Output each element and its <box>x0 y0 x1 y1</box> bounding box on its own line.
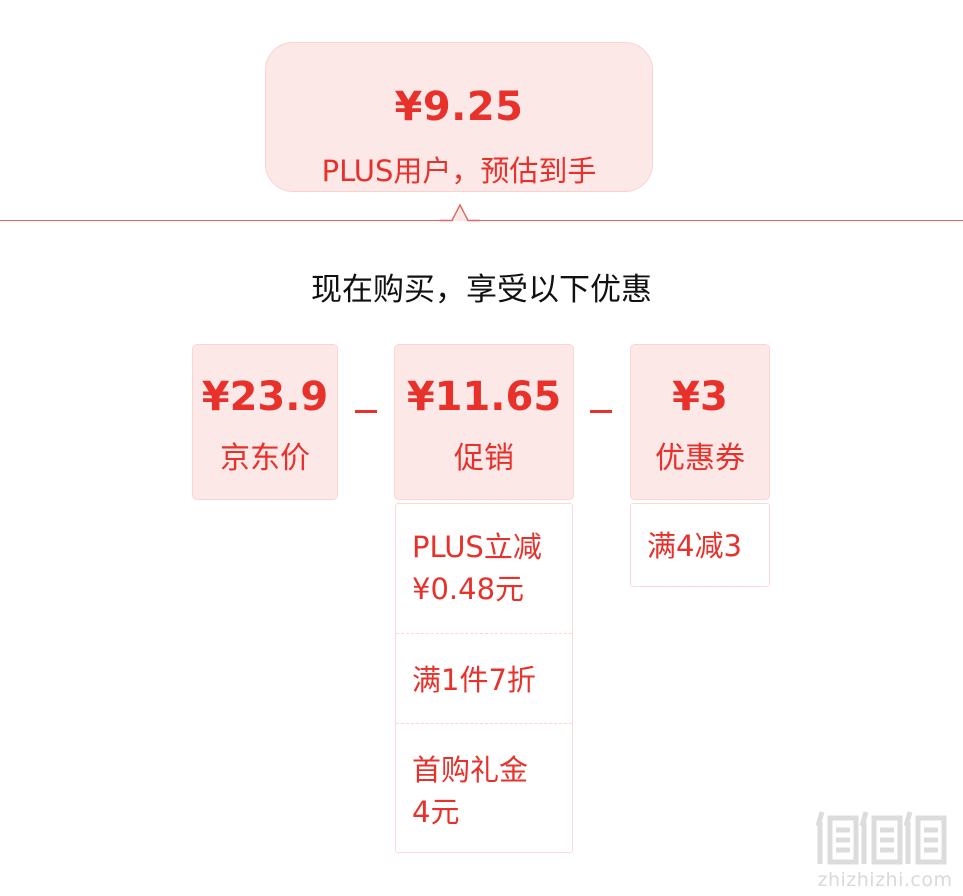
promotion-detail-line: 4元 <box>412 795 460 829</box>
promotion-amount: ¥11.65 <box>406 374 562 420</box>
dashed-separator <box>396 723 572 724</box>
promotion-detail-item: 满1件7折 <box>412 659 564 701</box>
promotion-detail-item: 首购礼金 4元 <box>412 749 564 833</box>
dashed-separator <box>396 633 572 634</box>
coupon-details-panel: 满4减3 <box>630 503 770 587</box>
final-price-bubble: ¥9.25 PLUS用户，预估到手 <box>265 42 653 192</box>
minus-icon <box>590 410 612 413</box>
coupon-amount: ¥3 <box>672 374 728 420</box>
promotion-detail-line: PLUS立减 <box>412 530 542 564</box>
offer-title: 现在购买，享受以下优惠 <box>311 272 652 308</box>
promotion-detail-line: 满1件7折 <box>412 663 536 697</box>
promotion-box: ¥11.65 促销 <box>394 344 574 500</box>
promotion-label: 促销 <box>454 441 514 476</box>
divider-line <box>0 220 963 221</box>
promotion-details-panel: PLUS立减 ¥0.48元 满1件7折 首购礼金 4元 <box>395 503 573 853</box>
minus-icon <box>355 410 377 413</box>
zhi-logo-watermark-icon <box>815 811 947 865</box>
promotion-detail-item: PLUS立减 ¥0.48元 <box>412 526 564 610</box>
final-price: ¥9.25 <box>394 84 524 130</box>
promotion-detail-line: ¥0.48元 <box>412 572 525 606</box>
promotion-detail-line: 首购礼金 <box>412 753 529 787</box>
jd-price-amount: ¥23.9 <box>201 374 329 420</box>
coupon-detail-item: 满4减3 <box>647 525 761 567</box>
bubble-pointer-icon <box>440 203 480 222</box>
watermark-text: zhizhizhi.com <box>817 869 953 891</box>
final-price-description: PLUS用户，预估到手 <box>321 154 597 188</box>
jd-price-label: 京东价 <box>220 441 310 476</box>
jd-price-box: ¥23.9 京东价 <box>192 344 338 500</box>
coupon-box: ¥3 优惠券 <box>630 344 770 500</box>
coupon-detail-line: 满4减3 <box>647 529 742 563</box>
coupon-label: 优惠券 <box>655 441 745 476</box>
